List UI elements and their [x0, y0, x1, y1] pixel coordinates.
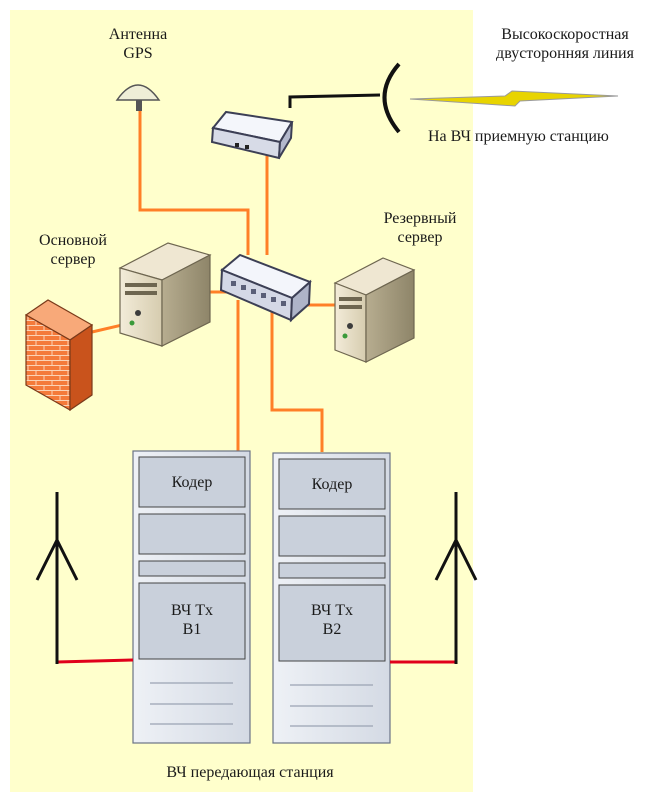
- receive-station-label: На ВЧ приемную станцию: [428, 127, 609, 146]
- tx-module-b2: [278, 584, 386, 662]
- gps-antenna-label-line2: GPS: [123, 45, 153, 62]
- blank-module-b1: [138, 513, 246, 555]
- tx-label-b2-line1: ВЧ Tx: [310, 602, 354, 619]
- coder-module-b1: [138, 456, 246, 508]
- backup-server-icon: [333, 257, 416, 363]
- thin-module-b1: [138, 560, 246, 577]
- tx-antenna-right-icon: [434, 492, 478, 664]
- station-label: ВЧ передающая станция: [166, 764, 334, 781]
- thin-module-b2: [278, 562, 386, 579]
- blank-module-b2: [278, 515, 386, 557]
- rack-b2: [272, 452, 391, 744]
- tx-label-b1-line2: B1: [182, 621, 202, 638]
- lightning-link-icon: [409, 90, 619, 107]
- tx-label-b2-line2: B2: [322, 621, 342, 638]
- main-server-label-line2: сервер: [50, 251, 96, 268]
- satellite-dish-icon: [382, 62, 401, 134]
- cable-switch-rack2: [270, 305, 324, 452]
- main-server-label-line1: Основной: [39, 232, 107, 249]
- receive-station-text: На ВЧ приемную станцию: [428, 128, 609, 145]
- tx-label-b1-line1: ВЧ Tx: [170, 602, 214, 619]
- coder-label-b1: Кодер: [171, 474, 213, 491]
- link-label: Высокоскоростная двусторонняя линия: [472, 25, 658, 63]
- tx-label-b2: ВЧ Tx B2: [279, 601, 385, 639]
- tx-antenna-left-icon: [35, 492, 79, 664]
- gps-antenna-label-line1: Антенна: [108, 26, 168, 43]
- backup-server-label-line2: сервер: [397, 229, 443, 246]
- modem-icon: [210, 110, 294, 160]
- tx-module-b1: [138, 582, 246, 660]
- gps-antenna-icon: [115, 84, 161, 111]
- coder-module-b2: [278, 458, 386, 510]
- coder-label-b2: Кодер: [311, 476, 353, 493]
- network-switch-icon: [219, 253, 312, 323]
- backup-server-label: Резервный сервер: [368, 209, 472, 247]
- main-server-icon: [118, 242, 212, 347]
- cable-modem-dish: [288, 93, 381, 108]
- link-label-line2: двусторонняя линия: [496, 45, 634, 62]
- link-label-line1: Высокоскоростная: [501, 26, 629, 43]
- gps-antenna-label: Антенна GPS: [103, 25, 173, 63]
- backup-server-label-line1: Резервный: [383, 210, 457, 227]
- rack-b1: [132, 450, 251, 744]
- main-server-label: Основной сервер: [28, 231, 118, 269]
- firewall-icon: [24, 299, 94, 412]
- rf-feed-left: [56, 658, 134, 664]
- tx-label-b1: ВЧ Tx B1: [139, 601, 245, 639]
- cable-gps-switch: [138, 110, 250, 255]
